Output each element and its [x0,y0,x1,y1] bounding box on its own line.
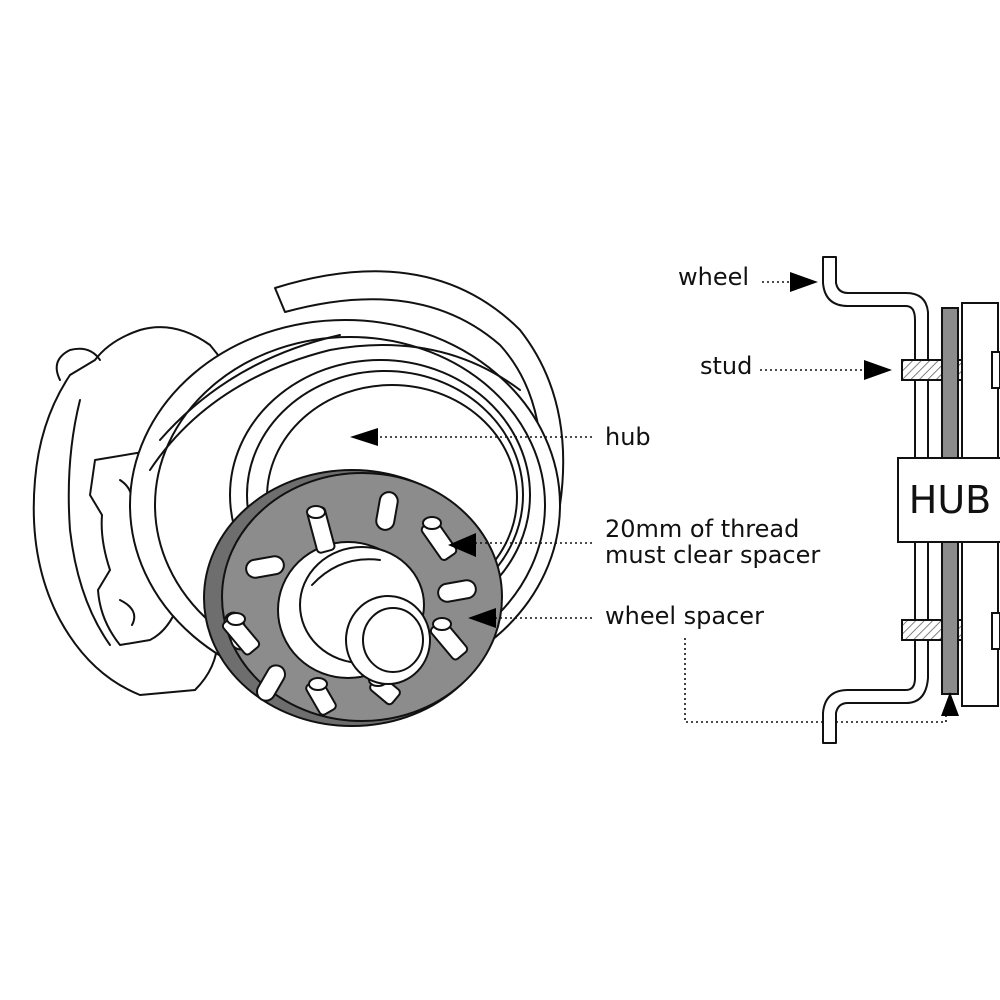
wheel-profile [822,256,929,744]
thread-arrow-icon [448,533,476,557]
hub-block-label: HUB [909,478,991,522]
label-thread-line2: must clear spacer [605,541,820,569]
label-wheel-spacer: wheel spacer [605,602,764,630]
cross-section-diagram: HUB wheel stud [678,256,1000,744]
wheel-arrow-icon [790,272,818,292]
label-wheel: wheel [678,263,749,291]
spacer-arrow-icon [468,608,496,628]
stud-arrow-icon [864,360,892,380]
brake-assembly-illustration [32,270,565,727]
hub-block [897,457,1000,543]
label-hub: hub [605,423,651,451]
left-annotations: hub 20mm of thread must clear spacer whe… [350,423,947,723]
label-stud: stud [700,352,752,380]
spacer-up-arrow-icon [941,692,959,716]
hub-center [299,546,431,685]
hub-arrow-icon [350,428,378,446]
label-thread-line1: 20mm of thread [605,515,799,543]
wheel-studs [221,505,469,716]
